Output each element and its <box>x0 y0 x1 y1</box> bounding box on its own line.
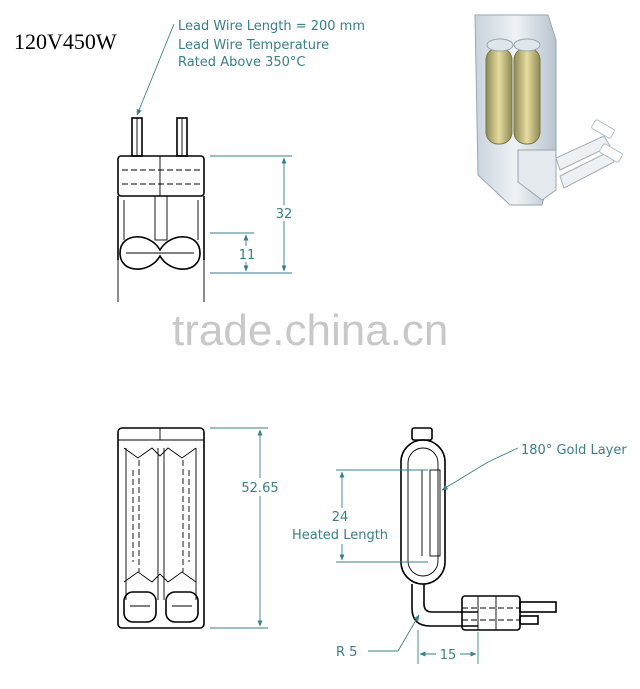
side-view: 24 Heated Length 180° Gold Layer R 5 15 <box>286 427 627 664</box>
top-view: 32 11 <box>117 117 298 302</box>
side-connector <box>461 595 521 631</box>
dim-front-height: 52.65 <box>241 481 278 496</box>
lead-note-leader <box>136 23 175 116</box>
connector-block <box>117 155 205 197</box>
side-tube <box>400 439 446 585</box>
gold-layer-leader <box>441 447 519 491</box>
gold-layer <box>429 469 441 557</box>
model-title: 120V450W <box>14 29 117 54</box>
rated-note: Rated Above 350°C <box>178 55 306 70</box>
watermark: trade.china.cn <box>172 306 448 355</box>
radius-leader <box>368 614 420 652</box>
dim-top-inner: 11 <box>239 248 256 263</box>
dim-top-height: 32 <box>276 207 293 222</box>
lead-length-note: Lead Wire Length = 200 mm <box>178 19 365 34</box>
gold-layer-callout: 180° Gold Layer <box>521 443 627 458</box>
dim-heated-label: Heated Length <box>292 528 388 543</box>
bent-lead <box>411 584 478 627</box>
dim-heated-value: 24 <box>332 510 349 525</box>
front-view: 52.65 <box>117 427 284 629</box>
dim-offset: 15 <box>440 648 457 663</box>
body-outline <box>117 196 205 260</box>
dim-radius: R 5 <box>336 645 357 660</box>
front-body <box>117 427 205 629</box>
tube-ends <box>119 236 201 270</box>
lead-temp-note: Lead Wire Temperature <box>178 38 329 53</box>
product-photo <box>474 14 623 206</box>
